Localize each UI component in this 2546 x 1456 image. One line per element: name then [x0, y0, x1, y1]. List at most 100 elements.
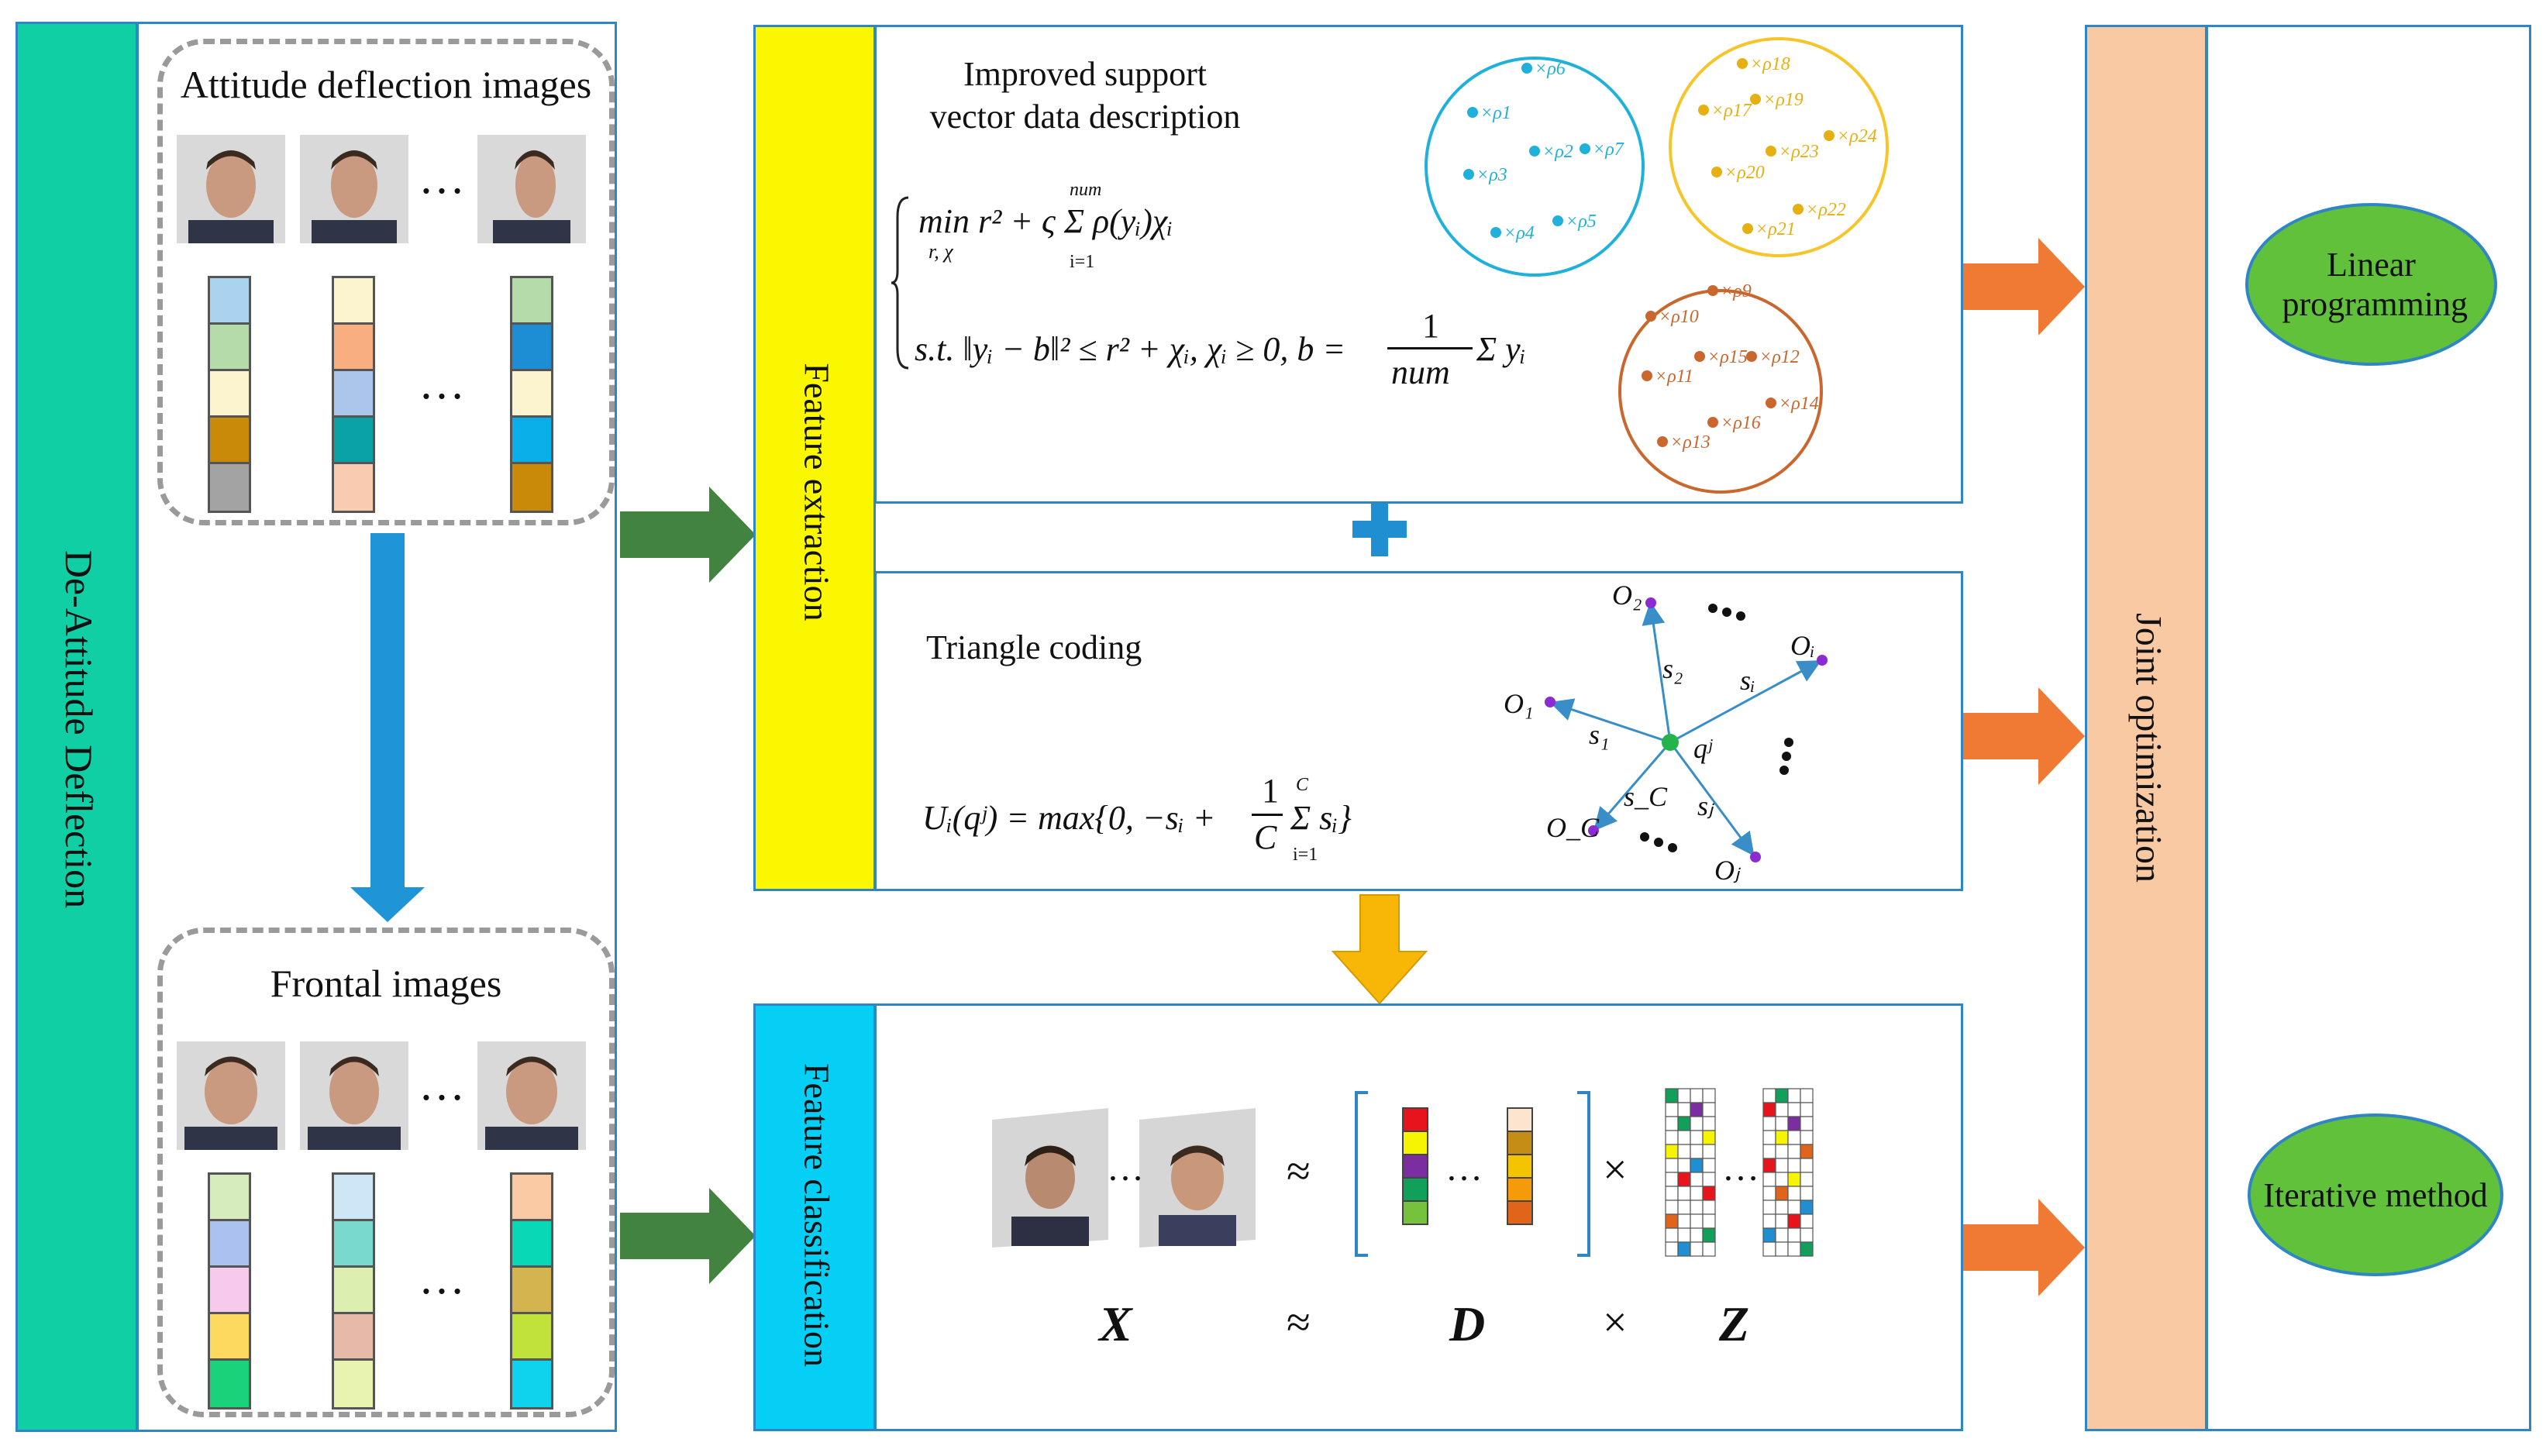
cluster-point-label: ×ρ4: [1504, 223, 1535, 243]
matrix-cell: [1800, 1088, 1814, 1103]
cluster-point-label: ×ρ20: [1724, 163, 1765, 183]
matrix-cell: [1800, 1116, 1814, 1131]
cluster-point-label: ×ρ9: [1721, 281, 1752, 301]
triangle-coding-diagram: qʲ O₂ Oᵢ O₁ O_C Oⱼ s₂ sᵢ s₁ s_C sⱼ: [1504, 581, 1828, 886]
edge-label: s₂: [1662, 653, 1683, 684]
cluster-point-label: ×ρ16: [1721, 413, 1761, 433]
edge-label: s_C: [1624, 781, 1668, 812]
matrix-cell: [1677, 1088, 1691, 1103]
matrix-cell: [1677, 1172, 1691, 1187]
matrix-cell: [1800, 1200, 1814, 1215]
triangle-frac-den: C: [1254, 818, 1277, 856]
ellipsis: …: [1445, 1148, 1483, 1189]
cluster-point: [1698, 105, 1709, 115]
matrix-cell: [1800, 1144, 1814, 1159]
face-image: [177, 135, 285, 243]
cluster-point-label: ×ρ17: [1711, 101, 1752, 121]
cluster-point-label: ×ρ6: [1535, 59, 1566, 79]
node-label: Oᵢ: [1790, 630, 1815, 661]
matrix-cell: [1690, 1088, 1704, 1103]
cluster-point: [1824, 130, 1835, 141]
matrix-cell: [1665, 1227, 1679, 1243]
matrix-cell: [1800, 1227, 1814, 1243]
svdd-eq2-frac-num: 1: [1422, 307, 1439, 345]
matrix-cell: [1775, 1088, 1789, 1103]
matrix-cell: [1702, 1186, 1716, 1201]
cluster-point-label: ×ρ14: [1779, 394, 1819, 414]
center-label: qʲ: [1693, 733, 1713, 764]
matrix-cell: [1665, 1116, 1679, 1131]
approx-symbol: ≈: [1287, 1148, 1311, 1196]
cluster-point: [1645, 311, 1656, 322]
ellipsis: …: [419, 357, 470, 408]
matrix-cell: [1690, 1158, 1704, 1173]
matrix-cell: [1775, 1200, 1789, 1215]
matrix-cell: [1762, 1200, 1776, 1215]
matrix-cell: [1677, 1200, 1691, 1215]
matrix-cell: [1677, 1213, 1691, 1229]
matrix-cell: [1775, 1213, 1789, 1229]
brace: [891, 196, 909, 370]
triangle-coding-panel: [874, 571, 1963, 891]
cluster-point-label: ×ρ22: [1806, 200, 1846, 220]
ellipsis: …: [1722, 1148, 1759, 1189]
matrix-cell: [1800, 1241, 1814, 1257]
cluster-point-label: ×ρ15: [1707, 347, 1748, 367]
cluster-point-label: ×ρ11: [1655, 367, 1693, 387]
cluster-point: [1580, 143, 1590, 154]
matrix-cell: [1787, 1227, 1801, 1243]
times-symbol: ×: [1603, 1299, 1628, 1347]
feature-vector: [332, 1172, 375, 1410]
face-image: [477, 135, 586, 243]
matrix-cell: [1787, 1200, 1801, 1215]
face-photos: [992, 1108, 1256, 1248]
feature-vector: [510, 276, 553, 513]
cluster-point: [1657, 436, 1668, 447]
matrix-cell: [1762, 1227, 1776, 1243]
matrix-cell: [1665, 1172, 1679, 1187]
matrix-cell: [1702, 1088, 1716, 1103]
svdd-clusters: ×ρ1×ρ6×ρ2×ρ7×ρ3×ρ4×ρ5 ×ρ18×ρ17×ρ19×ρ24×ρ…: [1425, 37, 1889, 494]
svdd-title-line2: vector data description: [929, 98, 1241, 136]
matrix-cell: [1787, 1186, 1801, 1201]
cluster-point: [1694, 351, 1705, 362]
matrix-cell: [1787, 1088, 1801, 1103]
ellipsis: …: [1107, 1148, 1144, 1189]
cluster-point: [1766, 146, 1776, 157]
cluster-point: [1529, 146, 1540, 157]
matrix-cell: [1775, 1241, 1789, 1257]
dictionary-matrix: [1355, 1091, 1590, 1257]
matrix-cell: [1702, 1102, 1716, 1117]
feature-vector: [510, 1172, 553, 1410]
face-image: [177, 1041, 285, 1150]
matrix-cell: [1677, 1241, 1691, 1257]
ellipsis: …: [419, 152, 470, 203]
triangle-frac-num: 1: [1262, 772, 1279, 810]
matrix-cell: [1775, 1227, 1789, 1243]
gold-cluster: [1669, 37, 1889, 257]
sparse-code-matrix: [1665, 1088, 1814, 1257]
matrix-cell: [1690, 1200, 1704, 1215]
matrix-cell: [1702, 1144, 1716, 1159]
svdd-eq1-limit-top: num: [1070, 180, 1102, 200]
matrix-cell: [1800, 1158, 1814, 1173]
feature-vector: [332, 276, 375, 513]
matrix-cell: [1800, 1102, 1814, 1117]
cluster-point: [1742, 223, 1753, 234]
feature-extraction-strip: Feature extraction: [753, 25, 876, 891]
matrix-cell: [1787, 1144, 1801, 1159]
matrix-cell: [1677, 1130, 1691, 1145]
edge-label: sⱼ: [1697, 790, 1715, 821]
node-label: Oⱼ: [1714, 855, 1742, 886]
face-image: [477, 1041, 586, 1150]
matrix-cell: [1702, 1158, 1716, 1173]
down-arrow: [350, 533, 425, 922]
x-symbol: X: [1099, 1296, 1132, 1351]
matrix-cell: [1762, 1172, 1776, 1187]
cluster-point: [1707, 285, 1718, 296]
cluster-point: [1463, 169, 1474, 180]
cluster-point: [1766, 398, 1776, 408]
matrix-cell: [1665, 1241, 1679, 1257]
svdd-equation-1: min r² + ς Σ ρ(yᵢ)χᵢ: [918, 202, 1173, 240]
cluster-point-label: ×ρ21: [1755, 219, 1796, 239]
